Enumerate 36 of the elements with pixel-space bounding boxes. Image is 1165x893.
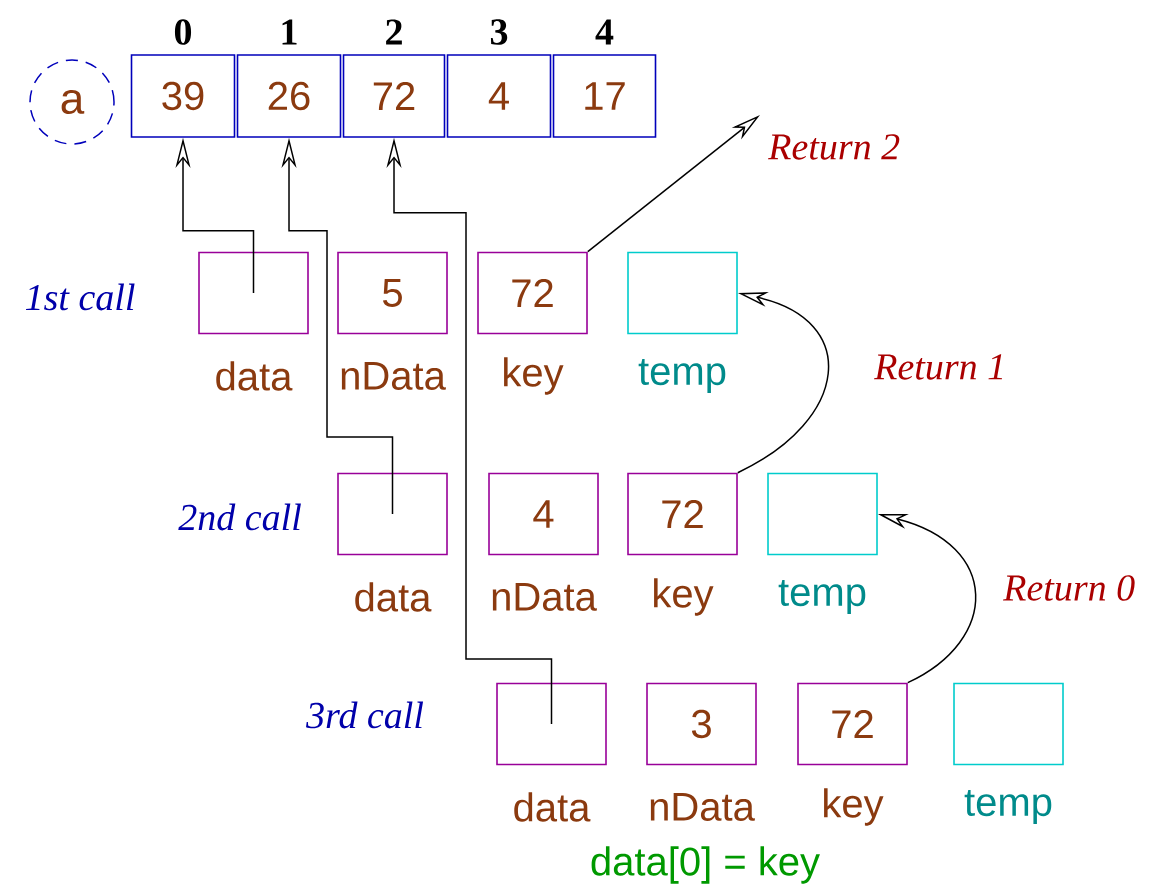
call-label: 1st call xyxy=(25,283,135,311)
variable-box: 72 xyxy=(627,472,738,556)
array-cell: 17 xyxy=(552,54,657,138)
edge-label: Return 2 xyxy=(766,132,903,162)
call-label: 3rd call xyxy=(306,701,424,729)
variable-name: data xyxy=(514,792,591,822)
index-label: 2 xyxy=(386,19,402,45)
variable-box: 4 xyxy=(488,472,599,556)
array-cell: 4 xyxy=(446,54,552,138)
variable-name: data xyxy=(216,361,293,391)
variable-name: temp xyxy=(964,789,1052,825)
index-label: 1 xyxy=(282,19,297,45)
variable-name: nData xyxy=(650,793,755,821)
array-cell: 72 xyxy=(342,54,446,138)
array-cell: 26 xyxy=(236,54,342,138)
edge-label: Return 1 xyxy=(872,352,1009,382)
variable-name: temp xyxy=(638,358,726,394)
index-label: 0 xyxy=(174,19,192,45)
variable-name: key xyxy=(824,788,884,826)
variable-name: temp xyxy=(778,579,866,615)
variable-name: key xyxy=(654,578,714,616)
call-label: 2nd call xyxy=(178,503,301,531)
variable-name: key xyxy=(504,357,564,395)
variable-box: 72 xyxy=(477,251,588,335)
variable-box: 5 xyxy=(337,251,448,335)
edge-label: Return 0 xyxy=(1001,573,1138,603)
array-cell: 39 xyxy=(130,54,236,138)
variable-box: 72 xyxy=(797,682,908,766)
statement-text: data[0] = key xyxy=(591,846,820,884)
index-label: 4 xyxy=(595,19,614,45)
variable-name: nData xyxy=(492,583,597,611)
variable-name: data xyxy=(355,582,432,612)
variable-name: nData xyxy=(341,362,446,390)
index-label: 3 xyxy=(490,19,508,45)
arrow xyxy=(737,292,829,474)
variable-box: 3 xyxy=(646,682,757,766)
